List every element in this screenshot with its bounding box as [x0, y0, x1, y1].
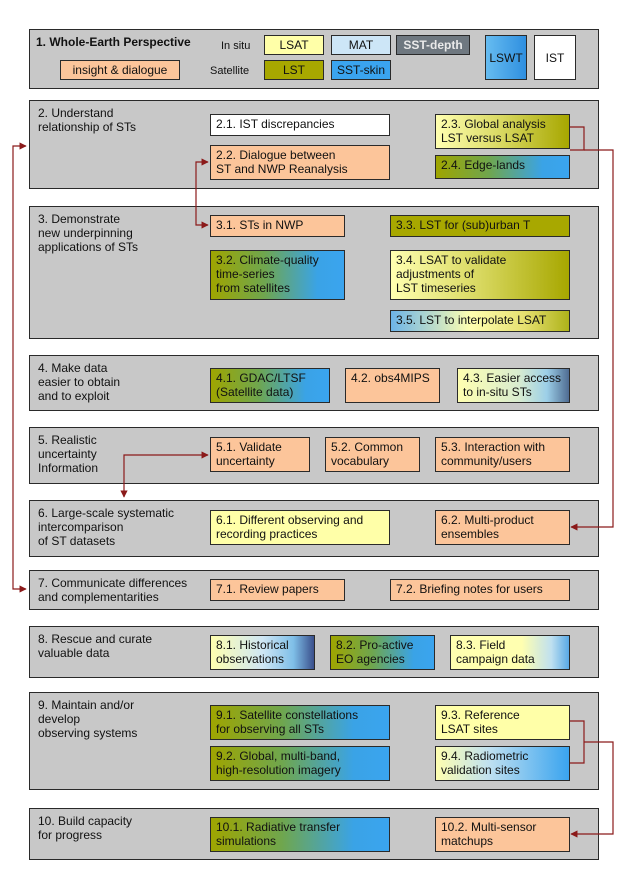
box-3-1: 3.1. STs in NWP — [210, 215, 345, 237]
section-title: 1. Whole-Earth Perspective — [36, 35, 191, 49]
box-3-3: 3.3. LST for (sub)urban T — [390, 215, 570, 237]
section-title: 9. Maintain and/or develop observing sys… — [38, 698, 138, 740]
section-title: 4. Make data easier to obtain and to exp… — [38, 361, 121, 403]
section-2-understand: 2. Understand relationship of STs 2.1. I… — [29, 100, 599, 189]
legend-mat: MAT — [331, 35, 391, 55]
box-9-1: 9.1. Satellite constellations for observ… — [210, 705, 390, 740]
legend-lswt: LSWT — [485, 35, 527, 80]
section-title: 5. Realistic uncertainty Information — [38, 433, 99, 475]
box-2-2: 2.2. Dialogue between ST and NWP Reanaly… — [210, 145, 390, 180]
box-10-1: 10.1. Radiative transfer simulations — [210, 817, 390, 852]
arrow-section-2-to-7 — [12, 142, 27, 593]
section-8-rescue: 8. Rescue and curate valuable data 8.1. … — [29, 626, 599, 678]
section-whole-earth: 1. Whole-Earth Perspective insight & dia… — [29, 29, 599, 89]
box-8-2: 8.2. Pro-active EO agencies — [330, 635, 435, 670]
box-5-1: 5.1. Validate uncertainty — [210, 437, 310, 472]
box-9-4: 9.4. Radiometric validation sites — [435, 746, 570, 781]
legend-lsat: LSAT — [264, 35, 324, 55]
section-5-uncertainty: 5. Realistic uncertainty Information 5.1… — [29, 427, 599, 484]
section-4-make-data-easier: 4. Make data easier to obtain and to exp… — [29, 355, 599, 411]
box-7-1: 7.1. Review papers — [210, 579, 345, 601]
box-9-3: 9.3. Reference LSAT sites — [435, 705, 570, 740]
box-2-3: 2.3. Global analysis LST versus LSAT — [435, 114, 570, 149]
legend-lst: LST — [264, 60, 324, 80]
box-7-2: 7.2. Briefing notes for users — [390, 579, 570, 601]
box-4-1: 4.1. GDAC/LTSF (Satellite data) — [210, 368, 330, 403]
section-10-capacity: 10. Build capacity for progress 10.1. Ra… — [29, 808, 599, 860]
section-title: 6. Large-scale systematic intercompariso… — [38, 506, 175, 548]
box-8-1: 8.1. Historical observations — [210, 635, 315, 670]
legend-satellite-label: Satellite — [210, 65, 250, 77]
section-title: 8. Rescue and curate valuable data — [38, 632, 153, 660]
box-3-4: 3.4. LSAT to validate adjustments of LST… — [390, 250, 570, 300]
box-2-1: 2.1. IST discrepancies — [210, 114, 390, 136]
legend-sst-skin: SST-skin — [331, 60, 391, 80]
box-4-2: 4.2. obs4MIPS — [345, 368, 440, 403]
box-2-4: 2.4. Edge-lands — [435, 155, 570, 179]
section-title: 3. Demonstrate new underpinning applicat… — [38, 212, 139, 254]
box-6-1: 6.1. Different observing and recording p… — [210, 510, 390, 545]
legend-sst-depth: SST-depth — [396, 35, 470, 55]
legend-ist: IST — [534, 35, 576, 80]
box-9-2: 9.2. Global, multi-band, high-resolution… — [210, 746, 390, 781]
section-title: 7. Communicate differences and complemen… — [38, 576, 188, 604]
section-3-demonstrate: 3. Demonstrate new underpinning applicat… — [29, 206, 599, 339]
section-7-communicate: 7. Communicate differences and complemen… — [29, 570, 599, 610]
section-title: 2. Understand relationship of STs — [38, 106, 137, 134]
box-6-2: 6.2. Multi-product ensembles — [435, 510, 570, 545]
box-3-5: 3.5. LST to interpolate LSAT — [390, 310, 570, 332]
section-9-observing-systems: 9. Maintain and/or develop observing sys… — [29, 692, 599, 790]
box-10-2: 10.2. Multi-sensor matchups — [435, 817, 570, 852]
legend-in-situ-label: In situ — [221, 40, 251, 52]
section-title: 10. Build capacity for progress — [38, 814, 133, 842]
section-6-intercomparison: 6. Large-scale systematic intercompariso… — [29, 500, 599, 557]
box-8-3: 8.3. Field campaign data — [450, 635, 570, 670]
box-3-2: 3.2. Climate-quality time-series from sa… — [210, 250, 345, 300]
box-4-3: 4.3. Easier access to in-situ STs — [457, 368, 570, 403]
box-5-3: 5.3. Interaction with community/users — [435, 437, 570, 472]
legend-insight-dialogue: insight & dialogue — [60, 60, 180, 80]
box-5-2: 5.2. Common vocabulary — [325, 437, 420, 472]
